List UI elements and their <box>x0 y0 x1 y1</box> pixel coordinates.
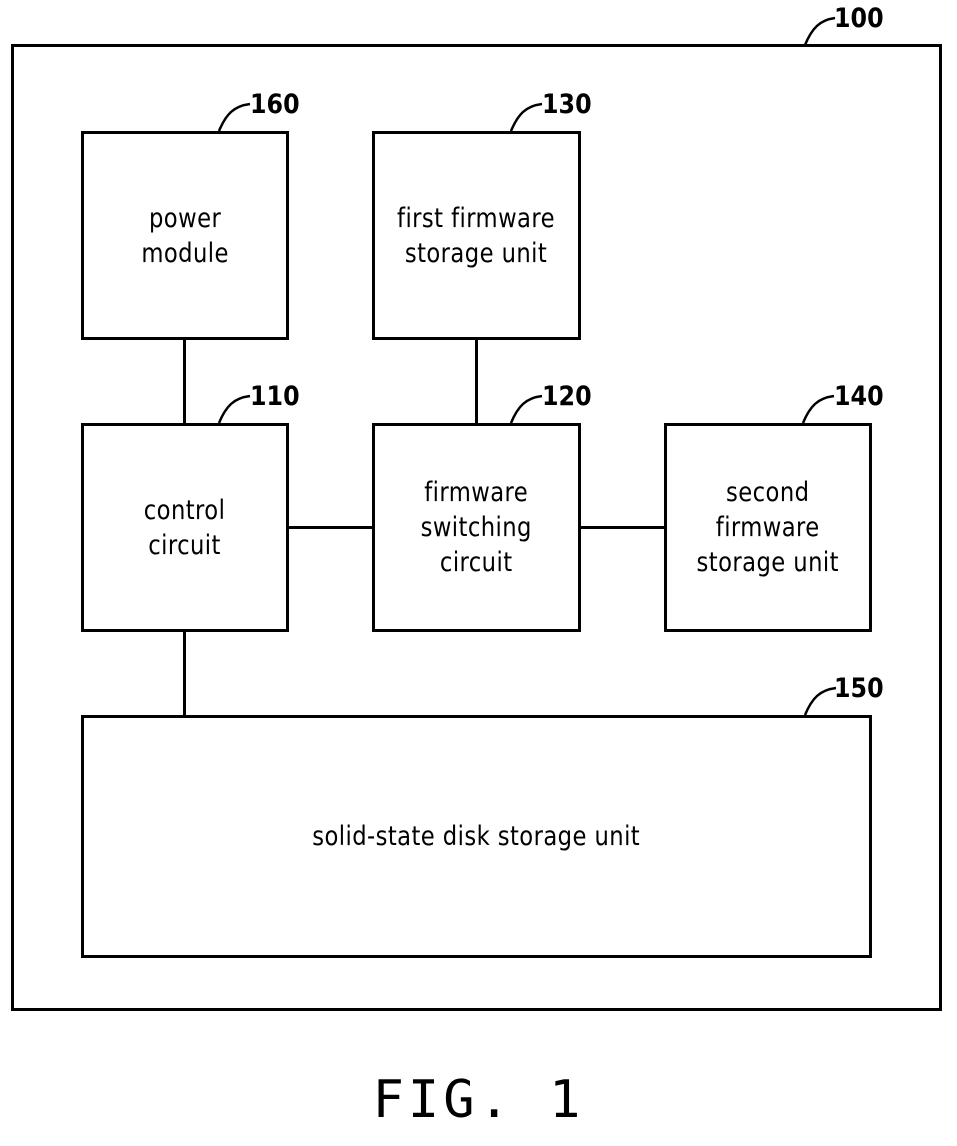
control-circuit-text: control circuit <box>144 493 226 563</box>
ref-label-130: 130 <box>542 90 592 120</box>
second-firmware-storage-block: second firmware storage unit <box>664 423 872 632</box>
firmware-switching-block: firmware switching circuit <box>372 423 581 632</box>
ref-label-100: 100 <box>834 4 884 34</box>
ssd-storage-block: solid-state disk storage unit <box>81 715 872 958</box>
first-firmware-storage-text: first firmware storage unit <box>398 201 556 271</box>
ref-label-150: 150 <box>834 674 884 704</box>
second-firmware-storage-text: second firmware storage unit <box>697 475 839 580</box>
connector-firstfw-switching <box>475 338 478 424</box>
connector-power-control <box>183 338 186 424</box>
control-circuit-block: control circuit <box>81 423 289 632</box>
figure-caption: FIG. 1 <box>0 1068 957 1132</box>
connector-control-switching <box>287 526 373 529</box>
ref-label-120: 120 <box>542 382 592 412</box>
leader-100 <box>805 18 835 45</box>
ref-label-140: 140 <box>834 382 884 412</box>
connector-switching-secondfw <box>579 526 665 529</box>
ref-label-110: 110 <box>250 382 300 412</box>
ssd-storage-text: solid-state disk storage unit <box>313 819 641 854</box>
power-module-text: power module <box>141 201 229 271</box>
firmware-switching-text: firmware switching circuit <box>421 475 532 580</box>
first-firmware-storage-block: first firmware storage unit <box>372 131 581 340</box>
power-module-block: power module <box>81 131 289 340</box>
ref-label-160: 160 <box>250 90 300 120</box>
connector-control-ssd <box>183 630 186 716</box>
